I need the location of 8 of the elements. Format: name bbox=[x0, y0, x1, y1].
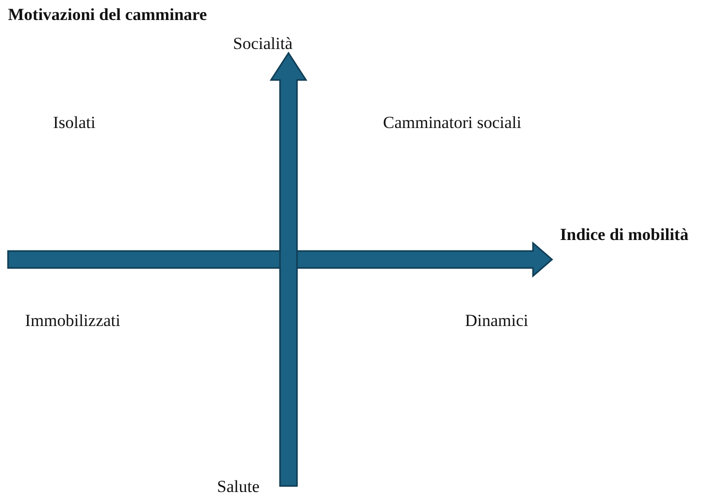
axis-end-label: Socialità bbox=[233, 34, 292, 54]
quadrant-label: Immobilizzati bbox=[25, 311, 120, 331]
axis-title: Indice di mobilità bbox=[560, 225, 688, 245]
quadrant-label: Camminatori sociali bbox=[383, 113, 522, 133]
quadrant-label: Dinamici bbox=[465, 311, 528, 331]
quadrant-label: Isolati bbox=[53, 113, 96, 133]
axis-end-label: Salute bbox=[217, 477, 260, 496]
axis-title: Motivazioni del camminare bbox=[8, 5, 207, 25]
